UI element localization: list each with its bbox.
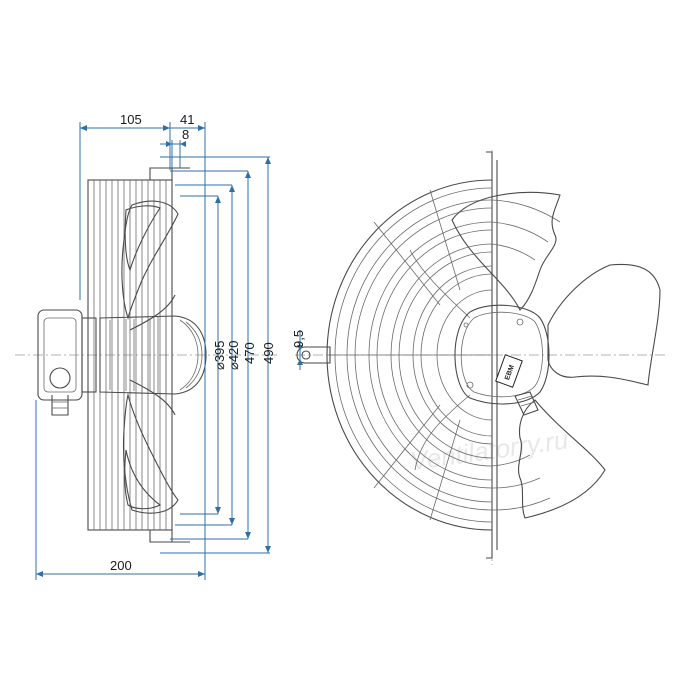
dim-395-label: ⌀395: [212, 340, 227, 370]
front-blades: [409, 191, 661, 519]
dim-105-label: 105: [120, 112, 142, 127]
side-blades: [121, 200, 179, 514]
dim-9-5-label: 9,5: [291, 330, 306, 348]
front-guard-rings: [326, 179, 493, 531]
watermark-text: Ventilatorry.ru: [408, 424, 570, 476]
front-guard-rings-right: [491, 199, 561, 511]
front-motor-hub: EBM: [454, 304, 550, 416]
side-view: 105 41 8 200: [15, 112, 280, 580]
dim-470-label: 470: [242, 342, 257, 364]
side-terminal-box: [37, 309, 97, 416]
front-view: Ventilatorry.ru: [291, 150, 668, 565]
bottom-mount-flange: [149, 529, 173, 543]
dim-490-label: 490: [261, 342, 276, 364]
top-mount-flange: [149, 167, 173, 181]
side-dimensions: 105 41 8 200: [35, 112, 276, 580]
screw-icon: [516, 318, 524, 326]
dim-420-label: ⌀420: [226, 340, 241, 370]
mount-hole-icon: [301, 350, 311, 360]
motor-brand-badge-text: EBM: [504, 364, 516, 381]
side-guard-grille: [87, 179, 173, 531]
dim-8-label: 8: [182, 127, 189, 142]
dim-200-label: 200: [110, 558, 132, 573]
motor-brand-badge: [495, 354, 523, 388]
side-motor-rotor: [99, 315, 207, 395]
front-dimension-9-5: 9,5: [291, 330, 306, 370]
dim-41-label: 41: [180, 112, 194, 127]
screw-icon: [466, 381, 474, 389]
cable-gland: [514, 391, 539, 416]
